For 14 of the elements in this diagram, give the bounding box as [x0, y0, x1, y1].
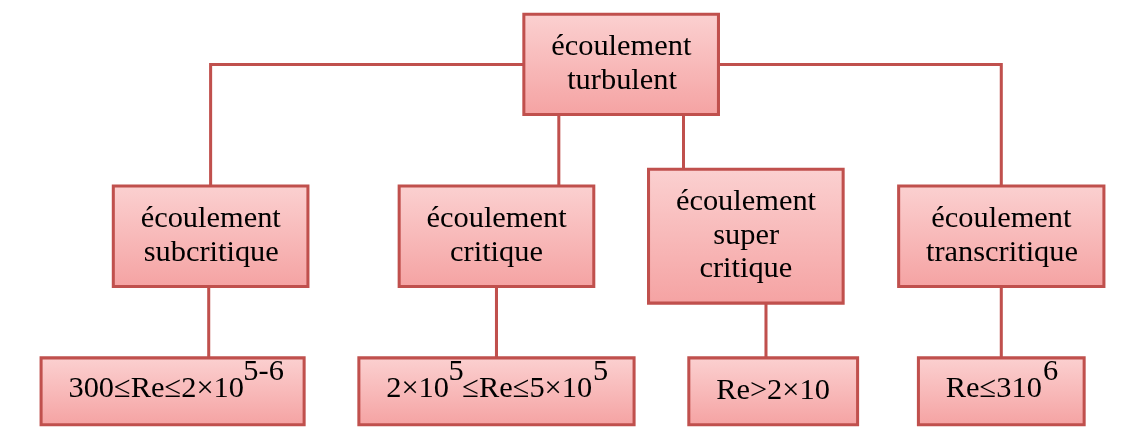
node-box: écoulement critique	[397, 184, 595, 288]
node-box: écoulement subcritique	[111, 184, 309, 288]
connector	[206, 286, 210, 358]
connector	[494, 286, 498, 358]
connector	[681, 115, 685, 169]
connector	[999, 286, 1003, 358]
node-box: écoulement turbulent	[521, 12, 720, 117]
connector	[763, 303, 767, 358]
node-box: écoulement transcritique	[896, 184, 1105, 288]
node-box: Re>2×10	[686, 356, 859, 427]
node-box: écoulement super critique	[646, 167, 845, 305]
connector	[718, 62, 1003, 186]
connector	[208, 62, 523, 186]
connector	[556, 115, 560, 186]
